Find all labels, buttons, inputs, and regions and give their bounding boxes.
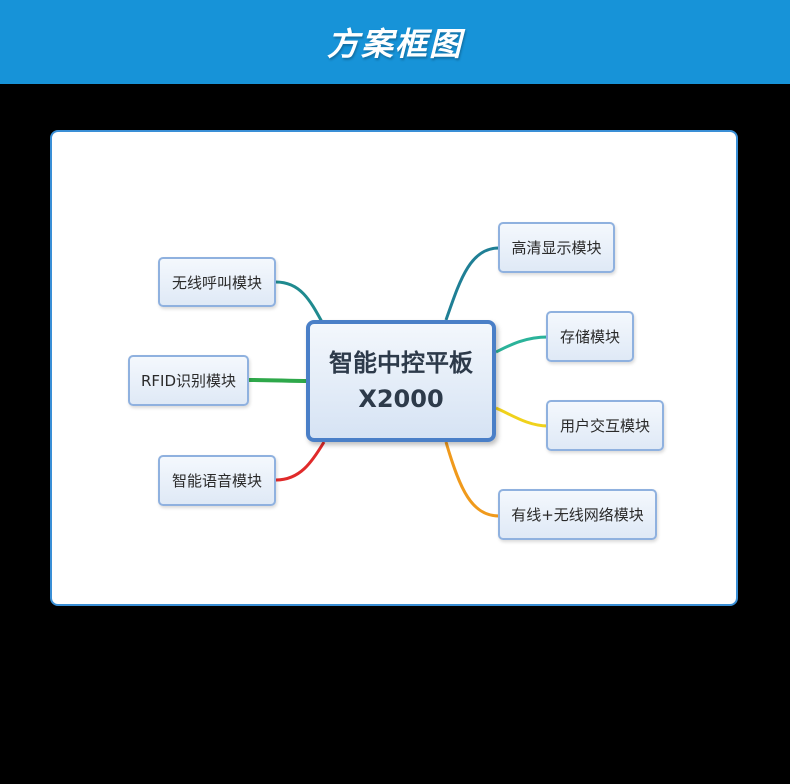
connector-storage (495, 335, 549, 354)
node-display: 高清显示模块 (498, 222, 615, 273)
node-label: RFID识别模块 (140, 372, 237, 390)
node-storage: 存储模块 (546, 311, 634, 362)
connector-network (444, 441, 500, 518)
node-label: 有线+无线网络模块 (511, 506, 644, 524)
node-label: 无线呼叫模块 (171, 273, 262, 292)
node-network: 有线+无线网络模块 (498, 489, 657, 540)
node-label: 用户交互模块 (559, 417, 650, 435)
connector-rfid (248, 378, 307, 383)
node-voice: 智能语音模块 (158, 455, 276, 506)
node-label: 高清显示模块 (511, 239, 602, 257)
node-label: 智能语音模块 (171, 472, 262, 490)
center-node-title: 智能中控平板 (329, 349, 473, 377)
connector-wireless-call (275, 280, 324, 323)
node-rfid: RFID识别模块 (128, 355, 249, 406)
connector-interaction (495, 406, 549, 428)
node-wireless-call: 无线呼叫模块 (158, 257, 276, 307)
center-node-model: X2000 (358, 385, 444, 413)
header-bar: 方案框图 (0, 0, 790, 84)
node-interaction: 用户交互模块 (546, 400, 664, 451)
page-title: 方案框图 (326, 25, 463, 63)
node-label: 存储模块 (559, 328, 620, 346)
connector-display (444, 246, 500, 321)
connector-voice (275, 441, 326, 482)
center-node: 智能中控平板 X2000 (306, 320, 496, 442)
